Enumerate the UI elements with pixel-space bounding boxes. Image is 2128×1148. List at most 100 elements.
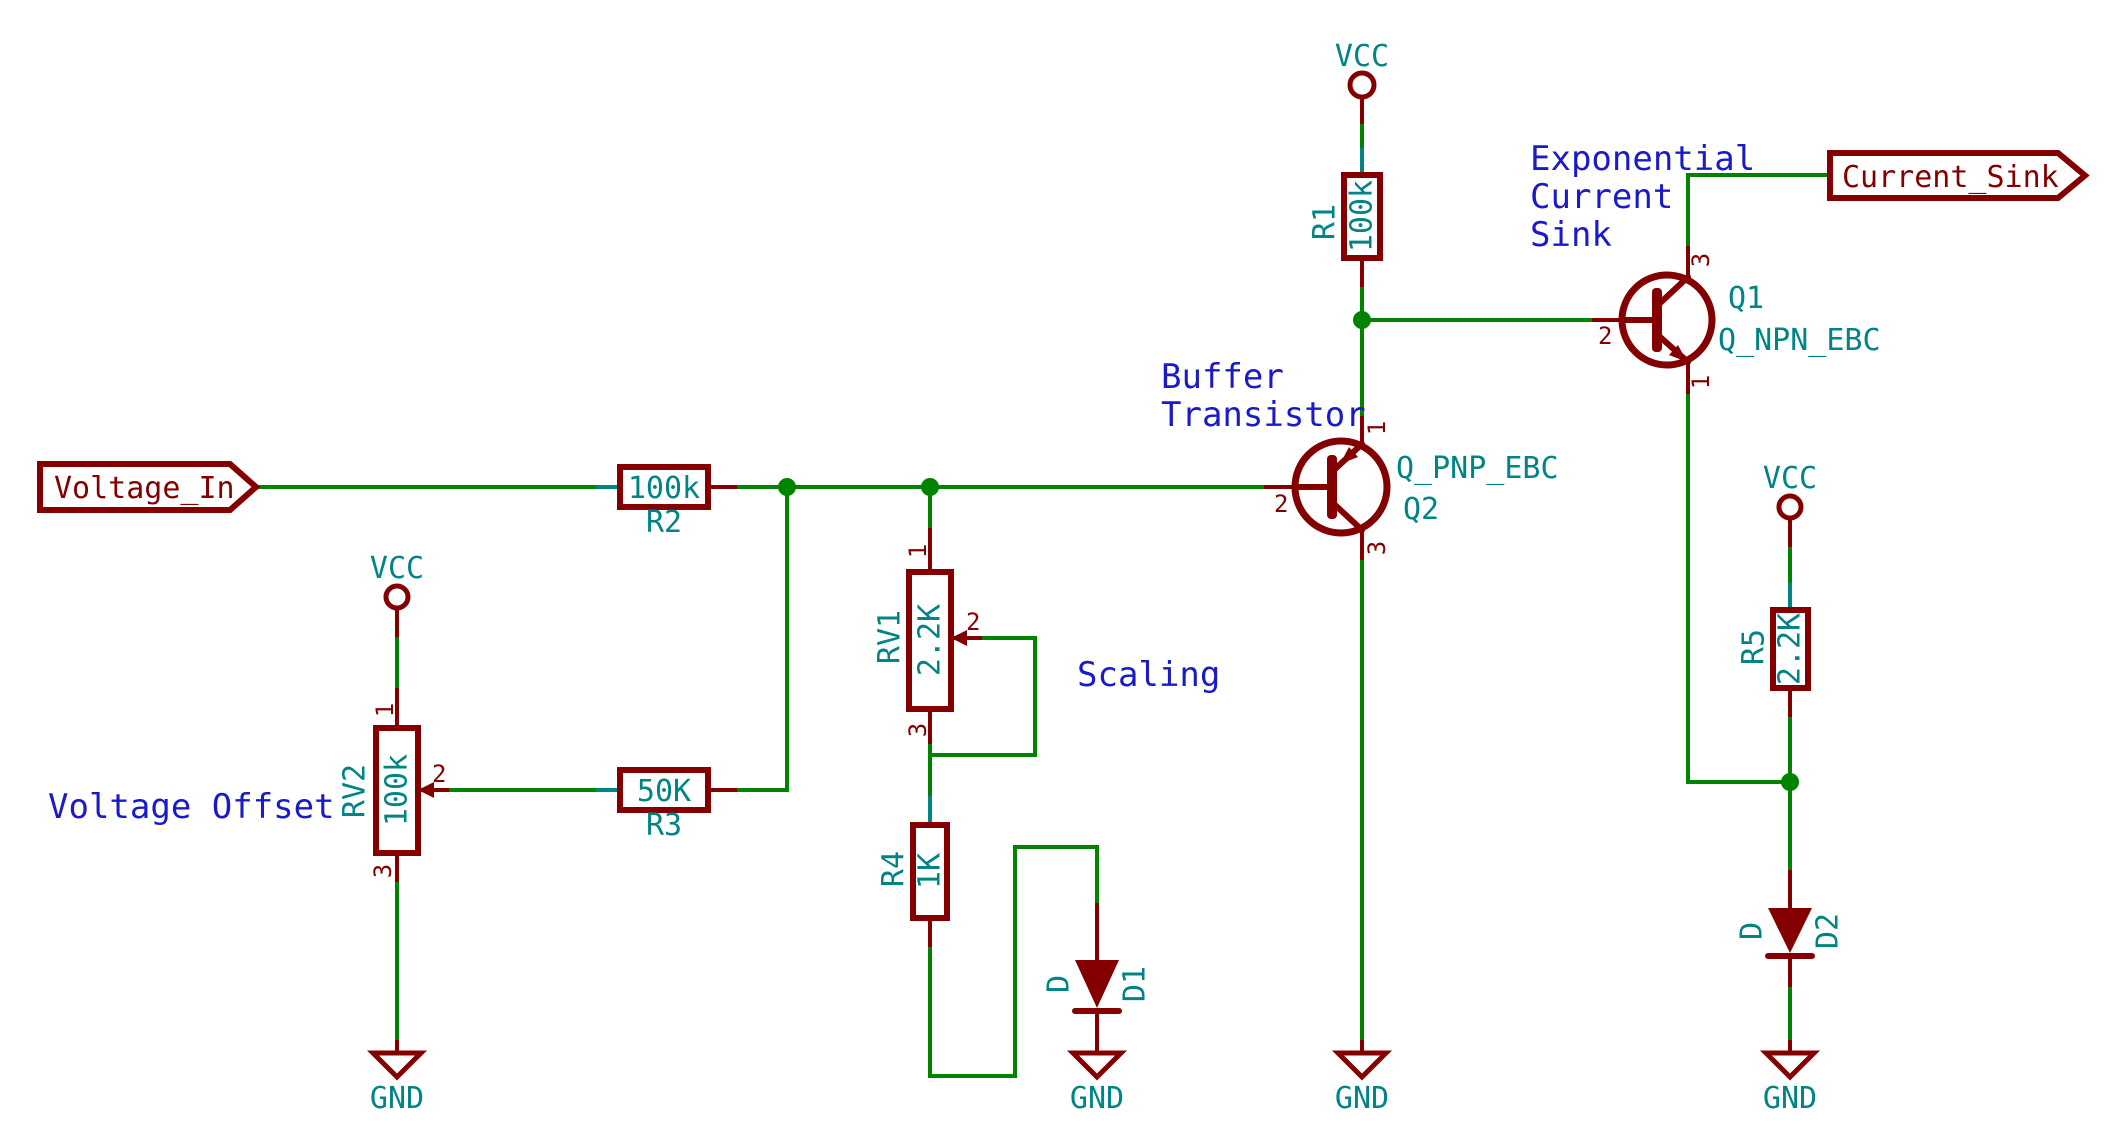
gnd-triangle bbox=[1331, 1050, 1393, 1081]
resistor-ref: R1 bbox=[1308, 204, 1343, 240]
transistor-q1[interactable]: Q1 Q_NPN_EBC 3 2 1 bbox=[1598, 253, 1881, 389]
potentiometer-rv1[interactable]: 2.2K RV1 1 2 3 bbox=[873, 544, 981, 737]
pot-wiper-arrow bbox=[418, 782, 434, 798]
hier-label-text: Voltage_In bbox=[54, 471, 235, 506]
pin-number: 1 bbox=[1687, 375, 1715, 389]
pin-number: 3 bbox=[369, 864, 397, 878]
resistor-r2[interactable]: 100k R2 bbox=[617, 464, 711, 540]
pot-ref: RV1 bbox=[873, 610, 908, 664]
pin-number: 2 bbox=[1598, 322, 1612, 350]
resistor-ref: R3 bbox=[646, 808, 682, 843]
pin-number: 2 bbox=[966, 608, 980, 636]
hier-label-voltage-in[interactable]: Voltage_In bbox=[37, 461, 261, 513]
resistor-body bbox=[910, 822, 950, 921]
hier-label-shape bbox=[37, 461, 261, 513]
resistor-r3[interactable]: 50K R3 bbox=[617, 767, 711, 843]
power-gnd-d2[interactable]: GND bbox=[1759, 1050, 1821, 1116]
power-vcc-rv2[interactable]: VCC bbox=[370, 551, 424, 611]
pin-number: 3 bbox=[1363, 541, 1391, 555]
transistor-npn-arrow bbox=[1669, 345, 1687, 362]
junction-dot bbox=[1353, 311, 1371, 329]
resistor-body bbox=[617, 464, 711, 510]
resistor-value: 100k bbox=[1345, 180, 1380, 252]
vcc-circle bbox=[1776, 493, 1804, 521]
resistor-r5[interactable]: 2.2K R5 bbox=[1737, 607, 1811, 691]
pin-number: 1 bbox=[904, 544, 932, 558]
gnd-triangle bbox=[366, 1050, 428, 1081]
diode-value: D bbox=[1735, 922, 1770, 940]
resistor-ref: R5 bbox=[1737, 629, 1772, 665]
pin-number: 2 bbox=[432, 760, 446, 788]
diode-value: D bbox=[1042, 975, 1077, 993]
diode-d1[interactable]: D D1 bbox=[1042, 960, 1153, 1014]
potentiometer-rv2[interactable]: 100k RV2 1 2 3 bbox=[338, 703, 447, 878]
comment-scaling[interactable]: Scaling bbox=[1077, 655, 1220, 695]
comment-exponential-line1[interactable]: Exponential bbox=[1530, 139, 1755, 179]
resistor-r4[interactable]: 1K R4 bbox=[877, 822, 950, 921]
resistor-value: 1K bbox=[913, 853, 948, 889]
pin-number: 3 bbox=[1687, 253, 1715, 267]
transistor-collector-line bbox=[1331, 501, 1365, 533]
pot-value: 2.2K bbox=[913, 604, 948, 676]
wires bbox=[254, 120, 1832, 1078]
gnd-label: GND bbox=[1335, 1081, 1389, 1116]
pot-body bbox=[373, 725, 421, 856]
junction-dot bbox=[921, 478, 939, 496]
transistor-value: Q_PNP_EBC bbox=[1396, 451, 1559, 486]
pin-number: 1 bbox=[1363, 421, 1391, 435]
pin-number: 3 bbox=[904, 723, 932, 737]
diode-triangle bbox=[1768, 908, 1812, 953]
transistor-pnp-arrow bbox=[1340, 447, 1358, 464]
transistor-ref: Q2 bbox=[1403, 492, 1439, 527]
resistor-value: 2.2K bbox=[1773, 613, 1808, 685]
transistor-q2[interactable]: Q_PNP_EBC Q2 1 2 3 bbox=[1274, 421, 1559, 555]
gnd-triangle bbox=[1759, 1050, 1821, 1081]
gnd-label: GND bbox=[1763, 1081, 1817, 1116]
junction-dot bbox=[778, 478, 796, 496]
vcc-circle bbox=[383, 583, 411, 611]
transistor-ref: Q1 bbox=[1728, 281, 1764, 316]
junction-dot bbox=[1781, 773, 1799, 791]
resistor-value: 50K bbox=[637, 774, 691, 809]
hier-label-current-sink[interactable]: Current_Sink bbox=[1827, 150, 2090, 201]
comment-exponential-line2[interactable]: Current bbox=[1530, 177, 1673, 217]
power-gnd-rv2[interactable]: GND bbox=[366, 1050, 428, 1116]
power-gnd-q2[interactable]: GND bbox=[1331, 1050, 1393, 1116]
transistor-collector-line bbox=[1656, 274, 1691, 307]
transistor-value: Q_NPN_EBC bbox=[1718, 323, 1881, 358]
diode-d2[interactable]: D D2 bbox=[1735, 908, 1846, 959]
vcc-label: VCC bbox=[1335, 39, 1389, 74]
comment-buffer-line1[interactable]: Buffer bbox=[1161, 357, 1284, 397]
comments: Voltage Offset Scaling Buffer Transistor… bbox=[48, 139, 1755, 827]
power-vcc-r5[interactable]: VCC bbox=[1763, 461, 1817, 521]
diode-triangle bbox=[1075, 960, 1119, 1008]
resistor-ref: R2 bbox=[646, 505, 682, 540]
resistor-body bbox=[617, 767, 711, 813]
power-vcc-r1[interactable]: VCC bbox=[1335, 39, 1389, 100]
vcc-label: VCC bbox=[1763, 461, 1817, 496]
gnd-triangle bbox=[1066, 1050, 1128, 1081]
pin-number: 2 bbox=[1274, 490, 1288, 518]
pot-wiper-arrow bbox=[951, 630, 967, 646]
power-gnd-d1[interactable]: GND bbox=[1066, 1050, 1128, 1116]
pot-body bbox=[906, 569, 954, 712]
resistor-body bbox=[1341, 172, 1383, 261]
hier-label-shape bbox=[1827, 150, 2090, 201]
resistor-body bbox=[1770, 607, 1811, 691]
pin-number: 1 bbox=[371, 703, 399, 717]
comment-exponential-line3[interactable]: Sink bbox=[1530, 215, 1612, 255]
vcc-label: VCC bbox=[370, 551, 424, 586]
comment-voltage-offset[interactable]: Voltage Offset bbox=[48, 787, 335, 827]
diode-ref: D2 bbox=[1811, 913, 1846, 949]
hier-label-text: Current_Sink bbox=[1842, 160, 2059, 195]
gnd-label: GND bbox=[1070, 1081, 1124, 1116]
gnd-label: GND bbox=[370, 1081, 424, 1116]
resistor-value: 100k bbox=[628, 471, 700, 506]
vcc-circle bbox=[1347, 70, 1377, 100]
pot-value: 100k bbox=[380, 754, 415, 826]
diode-ref: D1 bbox=[1118, 966, 1153, 1002]
resistor-r1[interactable]: 100k R1 bbox=[1308, 172, 1383, 261]
comment-buffer-line2[interactable]: Transistor bbox=[1161, 395, 1366, 435]
